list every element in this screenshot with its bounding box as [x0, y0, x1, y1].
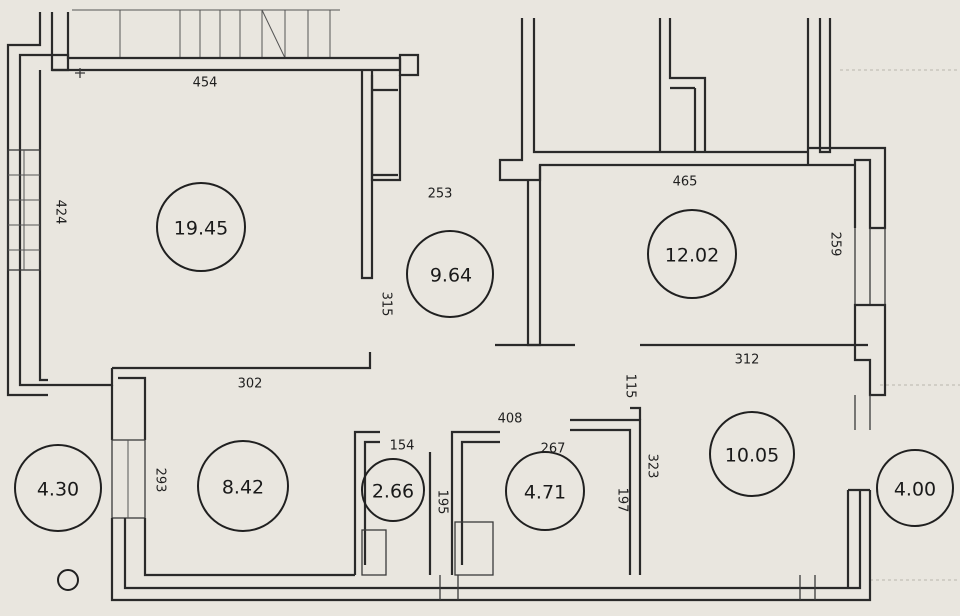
- room-area-label: 2.66: [372, 481, 414, 503]
- room-bathroom: 4.71: [505, 451, 585, 531]
- dimension-label: 293: [153, 468, 168, 493]
- room-area-label: 4.00: [894, 479, 936, 501]
- room-bedroom-2: 10.05: [709, 411, 795, 497]
- dimension-label: 465: [673, 175, 698, 190]
- dimension-label: 195: [435, 490, 450, 515]
- outer-walls: [6, 12, 420, 397]
- dimension-label: 253: [428, 187, 453, 202]
- room-bedroom-1: 12.02: [647, 209, 737, 299]
- dimension-label: 323: [645, 454, 660, 479]
- corner-tick: [75, 68, 85, 78]
- left-window: [7, 149, 41, 271]
- dimension-label: 312: [735, 353, 760, 368]
- interior-walls: [48, 18, 887, 602]
- dimension-label: 454: [193, 76, 218, 91]
- room-area-label: 4.71: [524, 482, 566, 504]
- room-balcony-left: 4.30: [14, 444, 102, 532]
- dimension-label: 259: [828, 232, 843, 257]
- room-area-label: 9.64: [430, 265, 472, 287]
- room-balcony-right: 4.00: [876, 449, 954, 527]
- room-area-label: 4.30: [37, 479, 79, 501]
- dimension-label: 267: [541, 442, 566, 457]
- room-area-label: 19.45: [174, 218, 228, 240]
- room-left: 8.42: [197, 440, 289, 532]
- room-hall: 9.64: [406, 230, 494, 318]
- marker-circle: [57, 569, 79, 591]
- dimension-label: 197: [615, 488, 630, 513]
- dimension-label: 115: [623, 374, 638, 399]
- dimension-label: 424: [53, 200, 68, 225]
- dimension-label: 154: [390, 439, 415, 454]
- dimension-label: 315: [379, 292, 394, 317]
- room-area-label: 10.05: [725, 445, 779, 467]
- room-living: 19.45: [156, 182, 246, 272]
- dimension-label: 408: [498, 412, 523, 427]
- dimension-label: 302: [238, 377, 263, 392]
- room-wc: 2.66: [361, 458, 425, 522]
- room-area-label: 8.42: [222, 477, 264, 499]
- room-area-label: 12.02: [665, 245, 719, 267]
- stair-hatching: [72, 9, 340, 59]
